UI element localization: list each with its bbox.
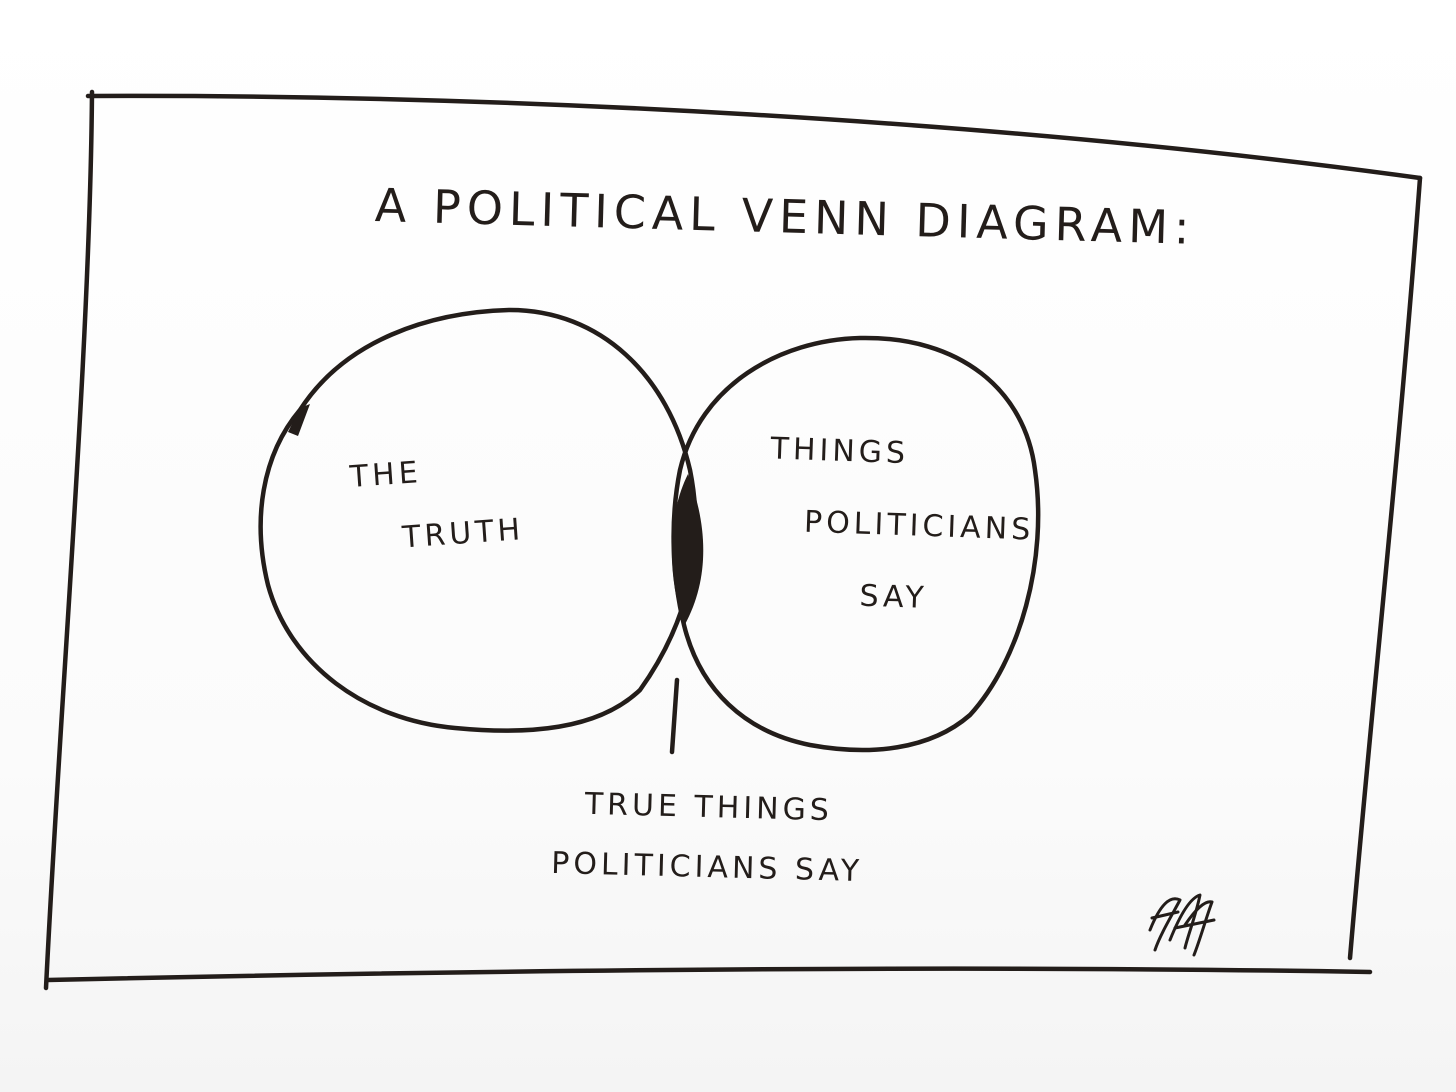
label-things-politicians-say: Things Politicians Say <box>764 413 1038 638</box>
ink-blot <box>288 404 310 436</box>
frame-right-edge <box>1347 175 1423 961</box>
frame-bottom-edge <box>45 966 1373 983</box>
artist-signature <box>1148 893 1216 957</box>
label-line: Politicians <box>803 504 1035 548</box>
label-line: Politicians Say <box>550 845 864 890</box>
circle-the-truth <box>258 307 698 733</box>
frame-left-edge <box>43 89 95 991</box>
label-line: The <box>348 455 423 495</box>
circle-things-politicians-say <box>671 335 1041 753</box>
label-true-things-politicians-say: True Things Politicians Say <box>550 774 865 902</box>
label-the-truth: The Truth <box>348 434 527 574</box>
label-line: Truth <box>401 512 526 556</box>
frame-top-edge <box>85 93 1423 181</box>
label-line: Things <box>770 431 910 472</box>
intersection-fill <box>671 474 704 626</box>
label-line: True Things <box>584 786 834 829</box>
pointer-line <box>669 677 680 755</box>
label-line: Say <box>858 578 929 616</box>
